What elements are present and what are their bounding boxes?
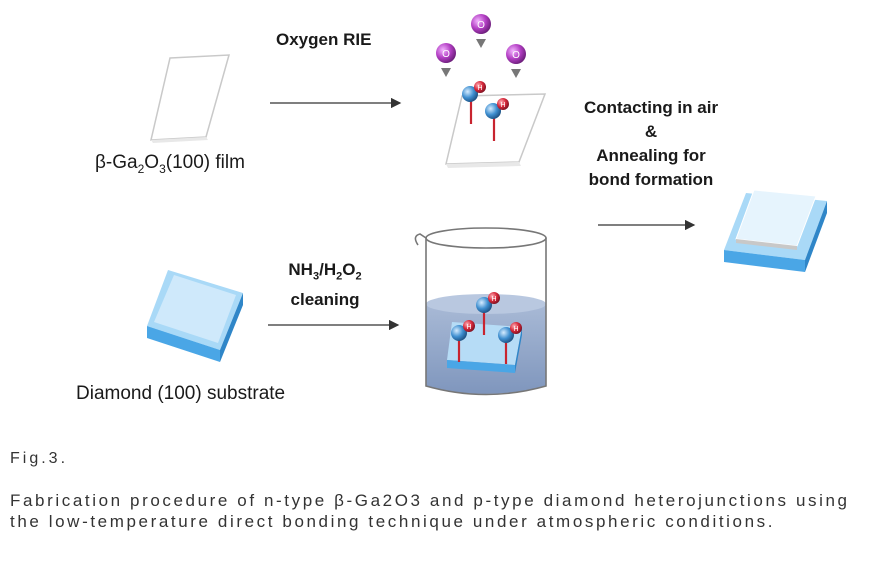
svg-text:H: H [500, 102, 505, 109]
oxygen-ion: O [506, 44, 526, 78]
hydroxyl-group: H [476, 292, 500, 335]
label-nh3-h2o2: NH3/H2O2 cleaning [288, 260, 362, 310]
oxygen-ion: O [471, 14, 491, 48]
figure-number: Fig.3. [10, 450, 69, 467]
treated-ga2o3-film: H H [445, 81, 547, 168]
svg-text:H: H [466, 324, 471, 331]
label-contacting: Contacting in air & Annealing for bond f… [583, 98, 719, 189]
fabrication-diagram: O O O H [76, 14, 827, 404]
oxygen-ion: O [436, 43, 456, 77]
oxygen-ions: O O O [436, 14, 526, 78]
diamond-substrate [147, 270, 243, 362]
figure-caption: Fabrication procedure of n-type β-Ga2O3 … [10, 491, 850, 531]
svg-text:H: H [477, 85, 482, 92]
label-ga2o3-film: β-Ga2O3(100) film [95, 152, 245, 176]
svg-text:O: O [512, 50, 520, 61]
beaker: H H H [414, 227, 547, 396]
ga2o3-film [150, 54, 231, 143]
label-oxygen-rie: Oxygen RIE [276, 30, 372, 49]
label-diamond-substrate: Diamond (100) substrate [76, 383, 286, 404]
hydroxyl-group: H [485, 98, 509, 141]
svg-text:O: O [477, 20, 485, 31]
svg-text:H: H [491, 296, 496, 303]
svg-text:H: H [513, 326, 518, 333]
hydroxyl-group: H [451, 320, 475, 362]
svg-text:O: O [442, 49, 450, 60]
diagram-canvas: O O O H [147, 14, 827, 396]
bonded-stack [724, 189, 827, 272]
hydroxyl-group: H [462, 81, 486, 124]
hydroxyl-group: H [498, 322, 522, 364]
